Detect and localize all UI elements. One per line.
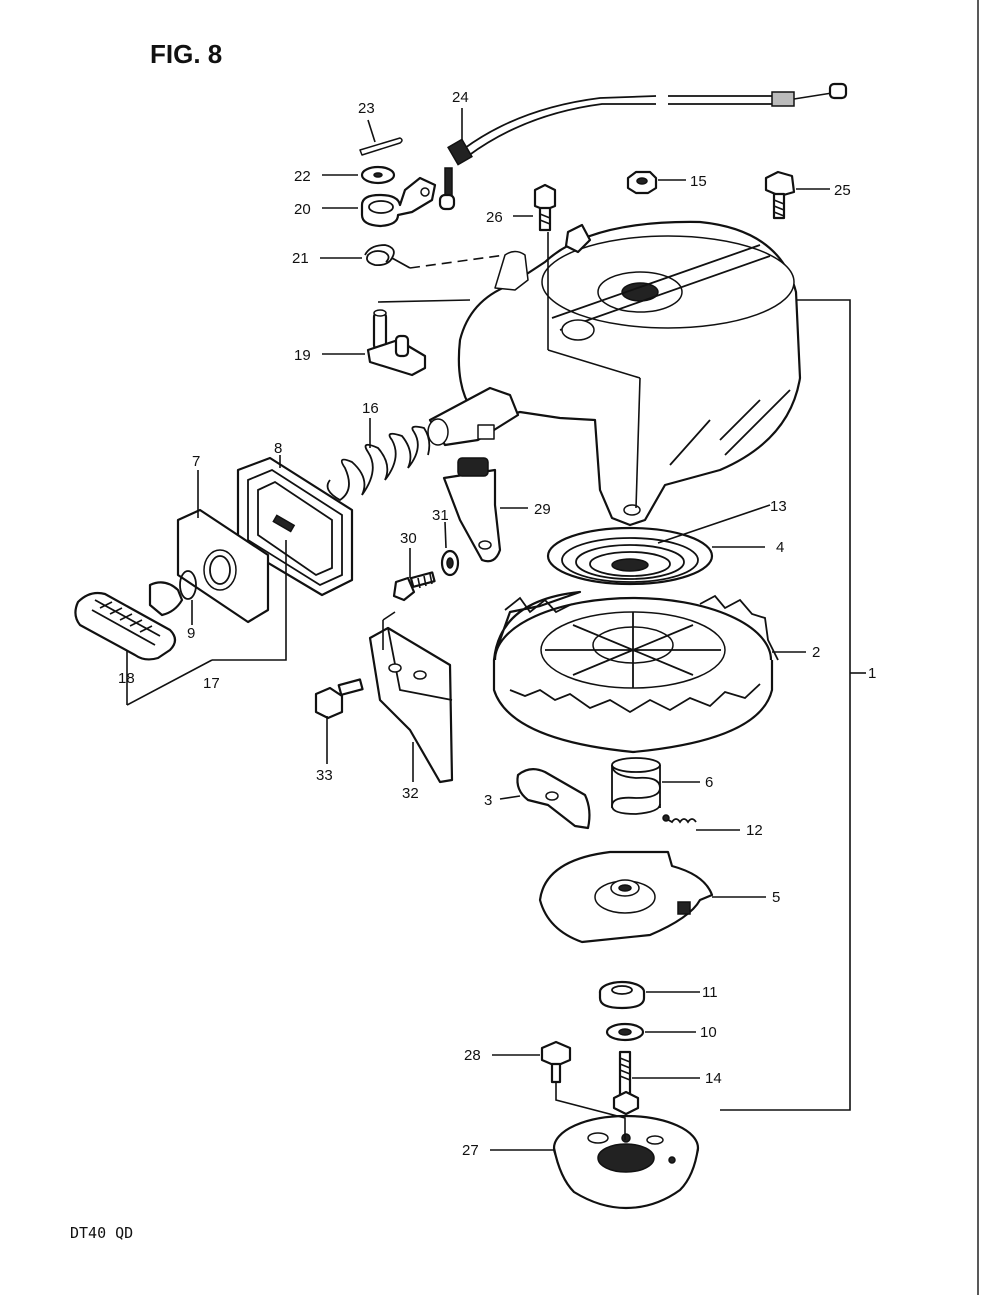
callout-9: 9 xyxy=(187,625,195,642)
callout-6: 6 xyxy=(705,774,713,791)
callout-22: 22 xyxy=(294,168,311,185)
callout-1: 1 xyxy=(868,665,876,682)
part-20-bushing[interactable] xyxy=(360,176,437,228)
callout-3: 3 xyxy=(484,792,492,809)
model-code: DT40 QD xyxy=(70,1224,133,1242)
callout-28: 28 xyxy=(464,1047,481,1064)
part-23-cotter-pin[interactable] xyxy=(359,137,403,156)
callout-19: 19 xyxy=(294,347,311,364)
callout-18: 18 xyxy=(118,670,135,687)
part-27-cup[interactable] xyxy=(552,1114,700,1210)
callout-26: 26 xyxy=(486,209,503,226)
callout-32: 32 xyxy=(402,785,419,802)
part-25-bolt[interactable] xyxy=(764,170,796,220)
callout-16: 16 xyxy=(362,400,379,417)
callout-14: 14 xyxy=(705,1070,722,1087)
callout-10: 10 xyxy=(700,1024,717,1041)
callout-5: 5 xyxy=(772,889,780,906)
part-2-reel[interactable] xyxy=(492,590,779,754)
callout-17: 17 xyxy=(203,675,220,692)
part-9-ring[interactable] xyxy=(179,570,197,600)
callout-25: 25 xyxy=(834,182,851,199)
callout-27: 27 xyxy=(462,1142,479,1159)
part-26-bolt[interactable] xyxy=(533,183,557,232)
part-11-spacer[interactable] xyxy=(598,980,646,1010)
part-21-spring[interactable] xyxy=(364,244,411,269)
part-15-nut[interactable] xyxy=(626,170,658,195)
part-19-pin[interactable] xyxy=(366,309,427,377)
callout-15: 15 xyxy=(690,173,707,190)
part-7-guide[interactable] xyxy=(176,508,270,624)
callout-23: 23 xyxy=(358,100,375,117)
callout-13: 13 xyxy=(770,498,787,515)
figure-title: FIG. 8 xyxy=(150,39,222,69)
callout-12: 12 xyxy=(746,822,763,839)
callout-4: 4 xyxy=(776,539,784,556)
callout-7: 7 xyxy=(192,453,200,470)
callout-labels: 1 2 3 4 5 6 7 8 9 10 11 12 13 14 15 16 1… xyxy=(118,89,876,1159)
callout-31: 31 xyxy=(432,507,449,524)
callout-11: 11 xyxy=(702,984,718,1001)
part-1-starter-case[interactable] xyxy=(427,220,802,527)
part-22-washer[interactable] xyxy=(360,165,396,185)
part-24-cable[interactable] xyxy=(438,82,848,211)
callout-21: 21 xyxy=(292,250,309,267)
part-29-lever[interactable] xyxy=(442,457,502,563)
part-6-spring[interactable] xyxy=(611,757,661,815)
part-3-pawl[interactable] xyxy=(516,768,591,830)
part-14-stud[interactable] xyxy=(612,1050,640,1116)
callout-33: 33 xyxy=(316,767,333,784)
callout-29: 29 xyxy=(534,501,551,518)
callout-20: 20 xyxy=(294,201,311,218)
part-32-guide-plate[interactable] xyxy=(368,626,454,784)
part-12-spring[interactable] xyxy=(662,814,697,824)
part-31-washer[interactable] xyxy=(440,549,460,577)
callout-8: 8 xyxy=(274,440,282,457)
part-5-friction-plate[interactable] xyxy=(538,850,714,944)
part-33-bolt[interactable] xyxy=(314,678,364,720)
part-18-handle[interactable] xyxy=(74,581,184,661)
leader-lines xyxy=(126,108,866,1151)
part-10-washer[interactable] xyxy=(605,1022,645,1042)
callout-24: 24 xyxy=(452,89,469,106)
part-28-bolt[interactable] xyxy=(540,1040,572,1084)
callout-30: 30 xyxy=(400,530,417,547)
part-16-spring[interactable] xyxy=(326,425,431,502)
callout-2: 2 xyxy=(812,644,820,661)
part-30-bolt[interactable] xyxy=(392,571,436,602)
